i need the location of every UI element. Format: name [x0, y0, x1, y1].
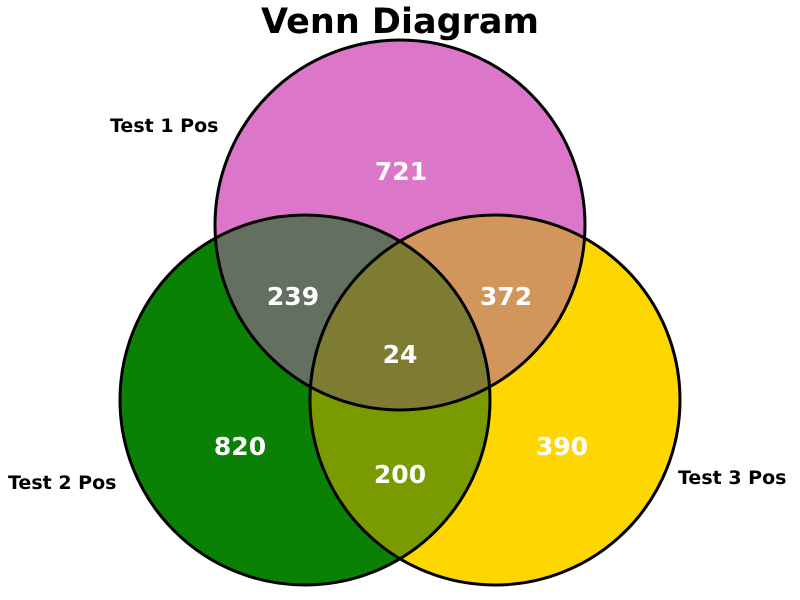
- overlap-all-sets: [310, 215, 490, 410]
- count-inter-all-sets: 24: [383, 340, 418, 369]
- count-only-set2: 820: [214, 432, 266, 461]
- count-inter-set2-set3: 200: [374, 460, 426, 489]
- chart-title: Venn Diagram: [261, 2, 539, 42]
- circle-outline-set3: [308, 213, 682, 587]
- circle-outline-set1: [213, 38, 587, 412]
- region-inter123-fill: [310, 215, 490, 410]
- count-inter-set1-set3: 372: [480, 282, 532, 311]
- set-label-test-1-pos: Test 1 Pos: [110, 115, 218, 137]
- set-label-test-3-pos: Test 3 Pos: [678, 467, 786, 489]
- set-label-test-2-pos: Test 2 Pos: [8, 472, 116, 494]
- count-only-set1: 721: [375, 157, 427, 186]
- circle-outline-set2: [118, 213, 492, 587]
- count-inter-set1-set2: 239: [267, 282, 319, 311]
- count-only-set3: 390: [536, 432, 588, 461]
